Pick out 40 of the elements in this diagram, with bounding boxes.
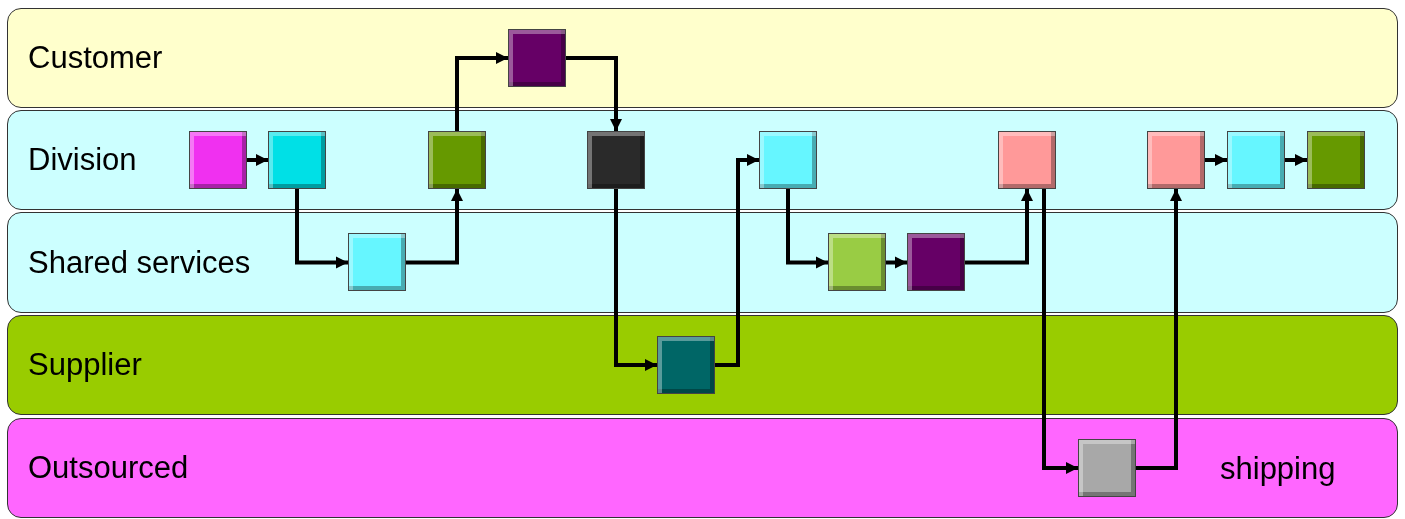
process-box bbox=[1306, 130, 1365, 189]
swimlane bbox=[7, 315, 1398, 415]
arrow bbox=[406, 189, 463, 265]
arrow bbox=[295, 189, 348, 269]
process-box bbox=[827, 233, 886, 291]
process-box bbox=[997, 130, 1056, 189]
lane-label: Division bbox=[28, 142, 137, 178]
arrow bbox=[247, 154, 268, 166]
arrow bbox=[715, 154, 759, 367]
process-box bbox=[656, 335, 715, 394]
arrow bbox=[614, 189, 657, 371]
process-box bbox=[1146, 130, 1205, 189]
process-box bbox=[188, 130, 247, 189]
swimlane bbox=[7, 418, 1398, 518]
arrow bbox=[1136, 189, 1182, 470]
arrow bbox=[965, 189, 1033, 265]
note-text: shipping bbox=[1220, 451, 1336, 487]
arrow bbox=[1042, 189, 1078, 474]
process-box bbox=[507, 28, 566, 87]
arrow bbox=[886, 256, 907, 269]
arrow bbox=[455, 52, 508, 131]
lane-label: Customer bbox=[28, 40, 163, 76]
process-box bbox=[1077, 438, 1136, 497]
process-box bbox=[758, 130, 817, 189]
arrow bbox=[566, 56, 622, 131]
swimlane bbox=[7, 8, 1398, 108]
arrow bbox=[1205, 154, 1227, 166]
arrow bbox=[786, 189, 828, 269]
process-box bbox=[347, 233, 406, 291]
arrow bbox=[1285, 154, 1307, 166]
process-box bbox=[427, 130, 486, 189]
process-box bbox=[1226, 130, 1285, 189]
process-box bbox=[267, 130, 326, 189]
lane-label: Supplier bbox=[28, 347, 142, 383]
swimlane bbox=[7, 212, 1398, 313]
process-box bbox=[906, 233, 965, 291]
process-box bbox=[586, 130, 645, 189]
lane-label: Shared services bbox=[28, 244, 251, 281]
lane-label: Outsourced bbox=[28, 450, 189, 486]
swimlane bbox=[7, 110, 1398, 210]
